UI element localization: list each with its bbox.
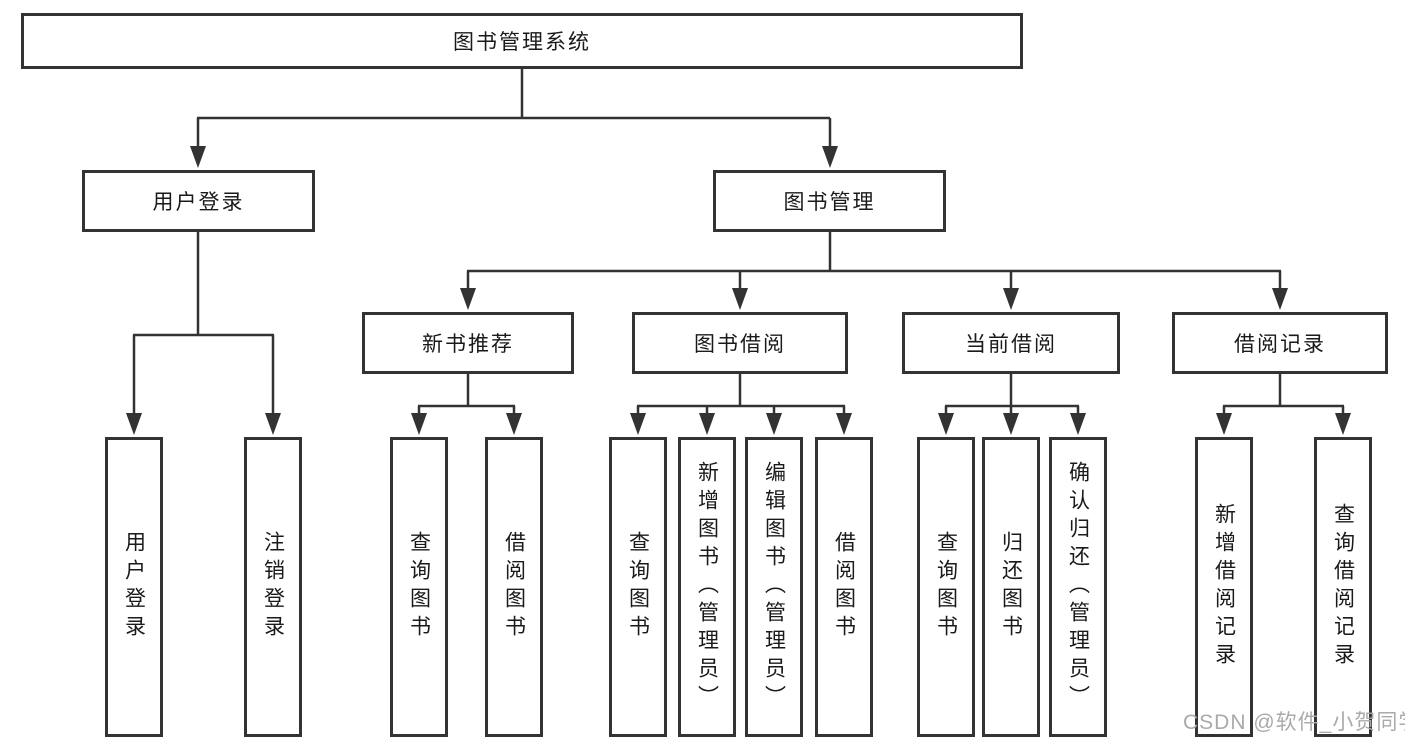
node-current-borrow-label: 当前借阅 — [965, 333, 1057, 356]
leaf-current-query-books-label: 查询图书 — [934, 531, 958, 643]
node-book-borrow: 图书借阅 — [632, 312, 848, 374]
leaf-logout-label: 注销登录 — [261, 531, 285, 643]
node-root-system: 图书管理系统 — [21, 13, 1023, 69]
node-user-login-label: 用户登录 — [152, 191, 245, 214]
node-current-borrow: 当前借阅 — [902, 312, 1120, 374]
leaf-borrow-add-books-admin: 新增图书（管理员） — [678, 437, 736, 737]
leaf-borrow-edit-books-admin: 编辑图书（管理员） — [745, 437, 803, 737]
leaf-current-return-books-label: 归还图书 — [999, 531, 1023, 643]
node-book-borrow-label: 图书借阅 — [694, 333, 786, 356]
csdn-watermark: CSDN @软件_小贺同学 — [1183, 711, 1405, 734]
node-user-login: 用户登录 — [82, 170, 315, 232]
node-root-system-label: 图书管理系统 — [453, 31, 591, 54]
leaf-current-confirm-return-admin-label: 确认归还（管理员） — [1066, 461, 1090, 713]
leaf-user-login: 用户登录 — [105, 437, 163, 737]
leaf-current-query-books: 查询图书 — [917, 437, 975, 737]
leaf-borrow-add-books-admin-label: 新增图书（管理员） — [695, 461, 719, 713]
leaf-logout: 注销登录 — [244, 437, 302, 737]
leaf-recommend-query-books-label: 查询图书 — [407, 531, 431, 643]
leaf-records-add-record: 新增借阅记录 — [1195, 437, 1253, 737]
leaf-borrow-query-books-label: 查询图书 — [626, 531, 650, 643]
node-borrow-records: 借阅记录 — [1172, 312, 1388, 374]
leaf-borrow-query-books: 查询图书 — [609, 437, 667, 737]
leaf-records-query-record: 查询借阅记录 — [1314, 437, 1372, 737]
node-new-book-recommend: 新书推荐 — [362, 312, 574, 374]
node-new-book-recommend-label: 新书推荐 — [422, 333, 514, 356]
leaf-current-return-books: 归还图书 — [982, 437, 1040, 737]
leaf-recommend-query-books: 查询图书 — [390, 437, 448, 737]
leaf-recommend-borrow-books: 借阅图书 — [485, 437, 543, 737]
leaf-records-query-record-label: 查询借阅记录 — [1331, 503, 1355, 671]
node-book-management-label: 图书管理 — [783, 191, 876, 214]
leaf-borrow-borrow-books: 借阅图书 — [815, 437, 873, 737]
leaf-borrow-edit-books-admin-label: 编辑图书（管理员） — [762, 461, 786, 713]
leaf-records-add-record-label: 新增借阅记录 — [1212, 503, 1236, 671]
node-book-management: 图书管理 — [713, 170, 946, 232]
leaf-borrow-borrow-books-label: 借阅图书 — [832, 531, 856, 643]
leaf-recommend-borrow-books-label: 借阅图书 — [502, 531, 526, 643]
leaf-user-login-label: 用户登录 — [122, 531, 146, 643]
leaf-current-confirm-return-admin: 确认归还（管理员） — [1049, 437, 1107, 737]
node-borrow-records-label: 借阅记录 — [1234, 333, 1326, 356]
